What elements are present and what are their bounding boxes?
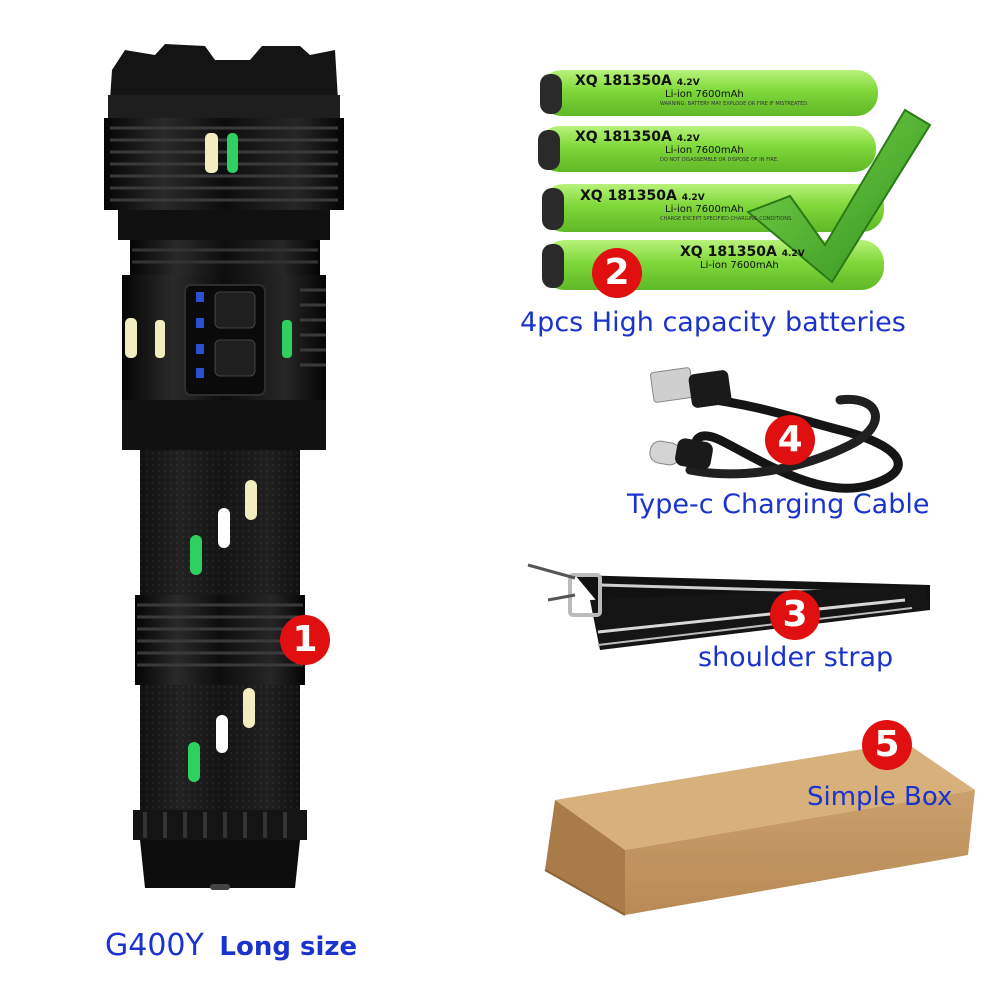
battery-warning-1: WARNING: BATTERY MAY EXPLODE OR FIRE IF … (660, 101, 809, 107)
battery-capacity: 7600mAh (730, 260, 779, 271)
item-4-badge: 4 (765, 415, 815, 465)
battery-voltage: 4.2V (676, 78, 700, 88)
battery-model: 181350A (607, 188, 677, 204)
item-3-badge: 3 (770, 590, 820, 640)
battery-2 (538, 126, 876, 172)
battery-capacity: 7600mAh (695, 204, 744, 215)
battery-warning-3: CHARGE EXCEPT SPECIFIED CHARGING CONDITI… (660, 216, 793, 222)
battery-brand: XQ (575, 129, 598, 145)
battery-brand: XQ (580, 188, 603, 204)
product-model: G400Y (105, 928, 204, 963)
battery-brand: XQ (680, 244, 703, 260)
checkmark-icon (746, 108, 932, 284)
battery-1 (540, 70, 878, 116)
battery-capacity: 7600mAh (695, 145, 744, 156)
item-2-badge: 2 (592, 248, 642, 298)
batteries-label: 4pcs High capacity batteries (520, 307, 906, 338)
battery-model: 181350A (602, 73, 672, 89)
battery-model: 181350A (707, 244, 777, 260)
battery-warning-2: DO NOT DISASSEMBLE OR DISPOSE OF IN FIRE… (660, 157, 779, 163)
battery-voltage: 4.2V (681, 193, 705, 203)
box-label: Simple Box (807, 782, 953, 812)
battery-chemistry: Li-ion (665, 89, 693, 100)
product-size: Long size (219, 932, 358, 962)
battery-voltage: 4.2V (676, 134, 700, 144)
cable-label: Type-c Charging Cable (627, 489, 930, 520)
battery-brand: XQ (575, 73, 598, 89)
flashlight (104, 44, 344, 890)
simple-box (544, 742, 975, 916)
item-5-badge: 5 (862, 720, 912, 770)
strap-label: shoulder strap (698, 642, 894, 673)
battery-chemistry: Li-ion (700, 260, 728, 271)
product-caption: G400Y Long size (105, 928, 357, 963)
battery-model: 181350A (602, 129, 672, 145)
battery-chemistry: Li-ion (665, 204, 693, 215)
battery-voltage: 4.2V (781, 249, 805, 259)
item-1-badge: 1 (280, 615, 330, 665)
shoulder-strap (527, 563, 930, 650)
battery-chemistry: Li-ion (665, 145, 693, 156)
battery-capacity: 7600mAh (695, 89, 744, 100)
